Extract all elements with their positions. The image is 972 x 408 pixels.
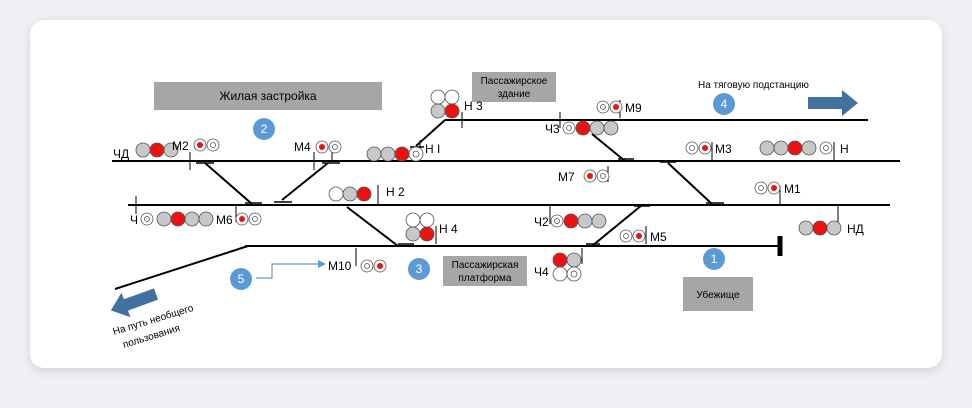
platform-label-1: Пассажирская: [452, 260, 519, 271]
public-track-arrow: [110, 288, 159, 318]
marker-3: 3: [408, 258, 430, 280]
marker-5-pointer: [256, 263, 318, 279]
signal-m7: М7: [558, 170, 575, 184]
station-building-box: [472, 72, 556, 102]
signal-ch2: Ч2: [534, 215, 549, 229]
switch-4: [591, 204, 643, 247]
residential-box: [154, 82, 382, 110]
svg-text:5: 5: [238, 272, 245, 286]
switch-5: [667, 162, 713, 205]
substation-arrow: [808, 90, 858, 116]
track-siding-exit: [114, 245, 249, 290]
residential-label: Жилая застройка: [219, 89, 317, 103]
signal-labels: ЧД М2 М4 Н I Н 3 М9 Ч3 М3 Н Н 2 М7 М1 Ч …: [113, 99, 864, 279]
signal-nd: НД: [847, 222, 864, 236]
signal-n: Н: [840, 142, 849, 156]
svg-text:1: 1: [711, 252, 718, 266]
switch-2: [281, 162, 329, 201]
signal-m1: М1: [784, 182, 801, 196]
switch-upper-right: [591, 133, 626, 162]
signal-ch: Ч: [130, 213, 138, 227]
marker-2: 2: [253, 118, 275, 140]
signal-n3: Н 3: [464, 99, 483, 113]
signal-ch4: Ч4: [534, 265, 549, 279]
svg-text:4: 4: [721, 97, 728, 111]
platform-label-2: платформа: [459, 272, 512, 284]
signal-chd: ЧД: [113, 147, 129, 161]
station-building-label-2: здание: [498, 89, 531, 100]
shelter-label: Убежище: [696, 289, 740, 301]
marker-5: 5: [230, 268, 252, 290]
insulated-joints: [135, 100, 839, 266]
signal-m5: М5: [650, 230, 667, 244]
signal-m9: М9: [625, 101, 642, 115]
substation-label: На тяговую подстанцию: [698, 80, 809, 91]
platform-box: [443, 256, 527, 286]
signal-m2: М2: [172, 139, 189, 153]
shelter-box: [683, 277, 753, 311]
switch-points: [196, 146, 724, 245]
signal-lamps: [135, 89, 842, 282]
svg-text:3: 3: [416, 262, 423, 276]
signal-m10: М10: [328, 259, 352, 273]
tracks: [112, 119, 900, 290]
signal-m3: М3: [715, 142, 732, 156]
signal-m6: М6: [216, 213, 233, 227]
signal-n4: Н 4: [439, 222, 458, 236]
switch-3: [346, 206, 399, 247]
marker-4: 4: [713, 93, 735, 115]
signal-m4: М4: [294, 140, 311, 154]
switch-upper-left: [415, 119, 446, 147]
signal-ch3: Ч3: [545, 122, 560, 136]
switch-1: [204, 162, 253, 205]
svg-text:2: 2: [261, 122, 268, 136]
station-building-label-1: Пассажирское: [481, 76, 548, 87]
marker-5-pointer-head: [318, 260, 326, 268]
marker-1: 1: [703, 248, 725, 270]
signal-n1: Н I: [425, 142, 440, 156]
signal-n2: Н 2: [386, 185, 405, 199]
